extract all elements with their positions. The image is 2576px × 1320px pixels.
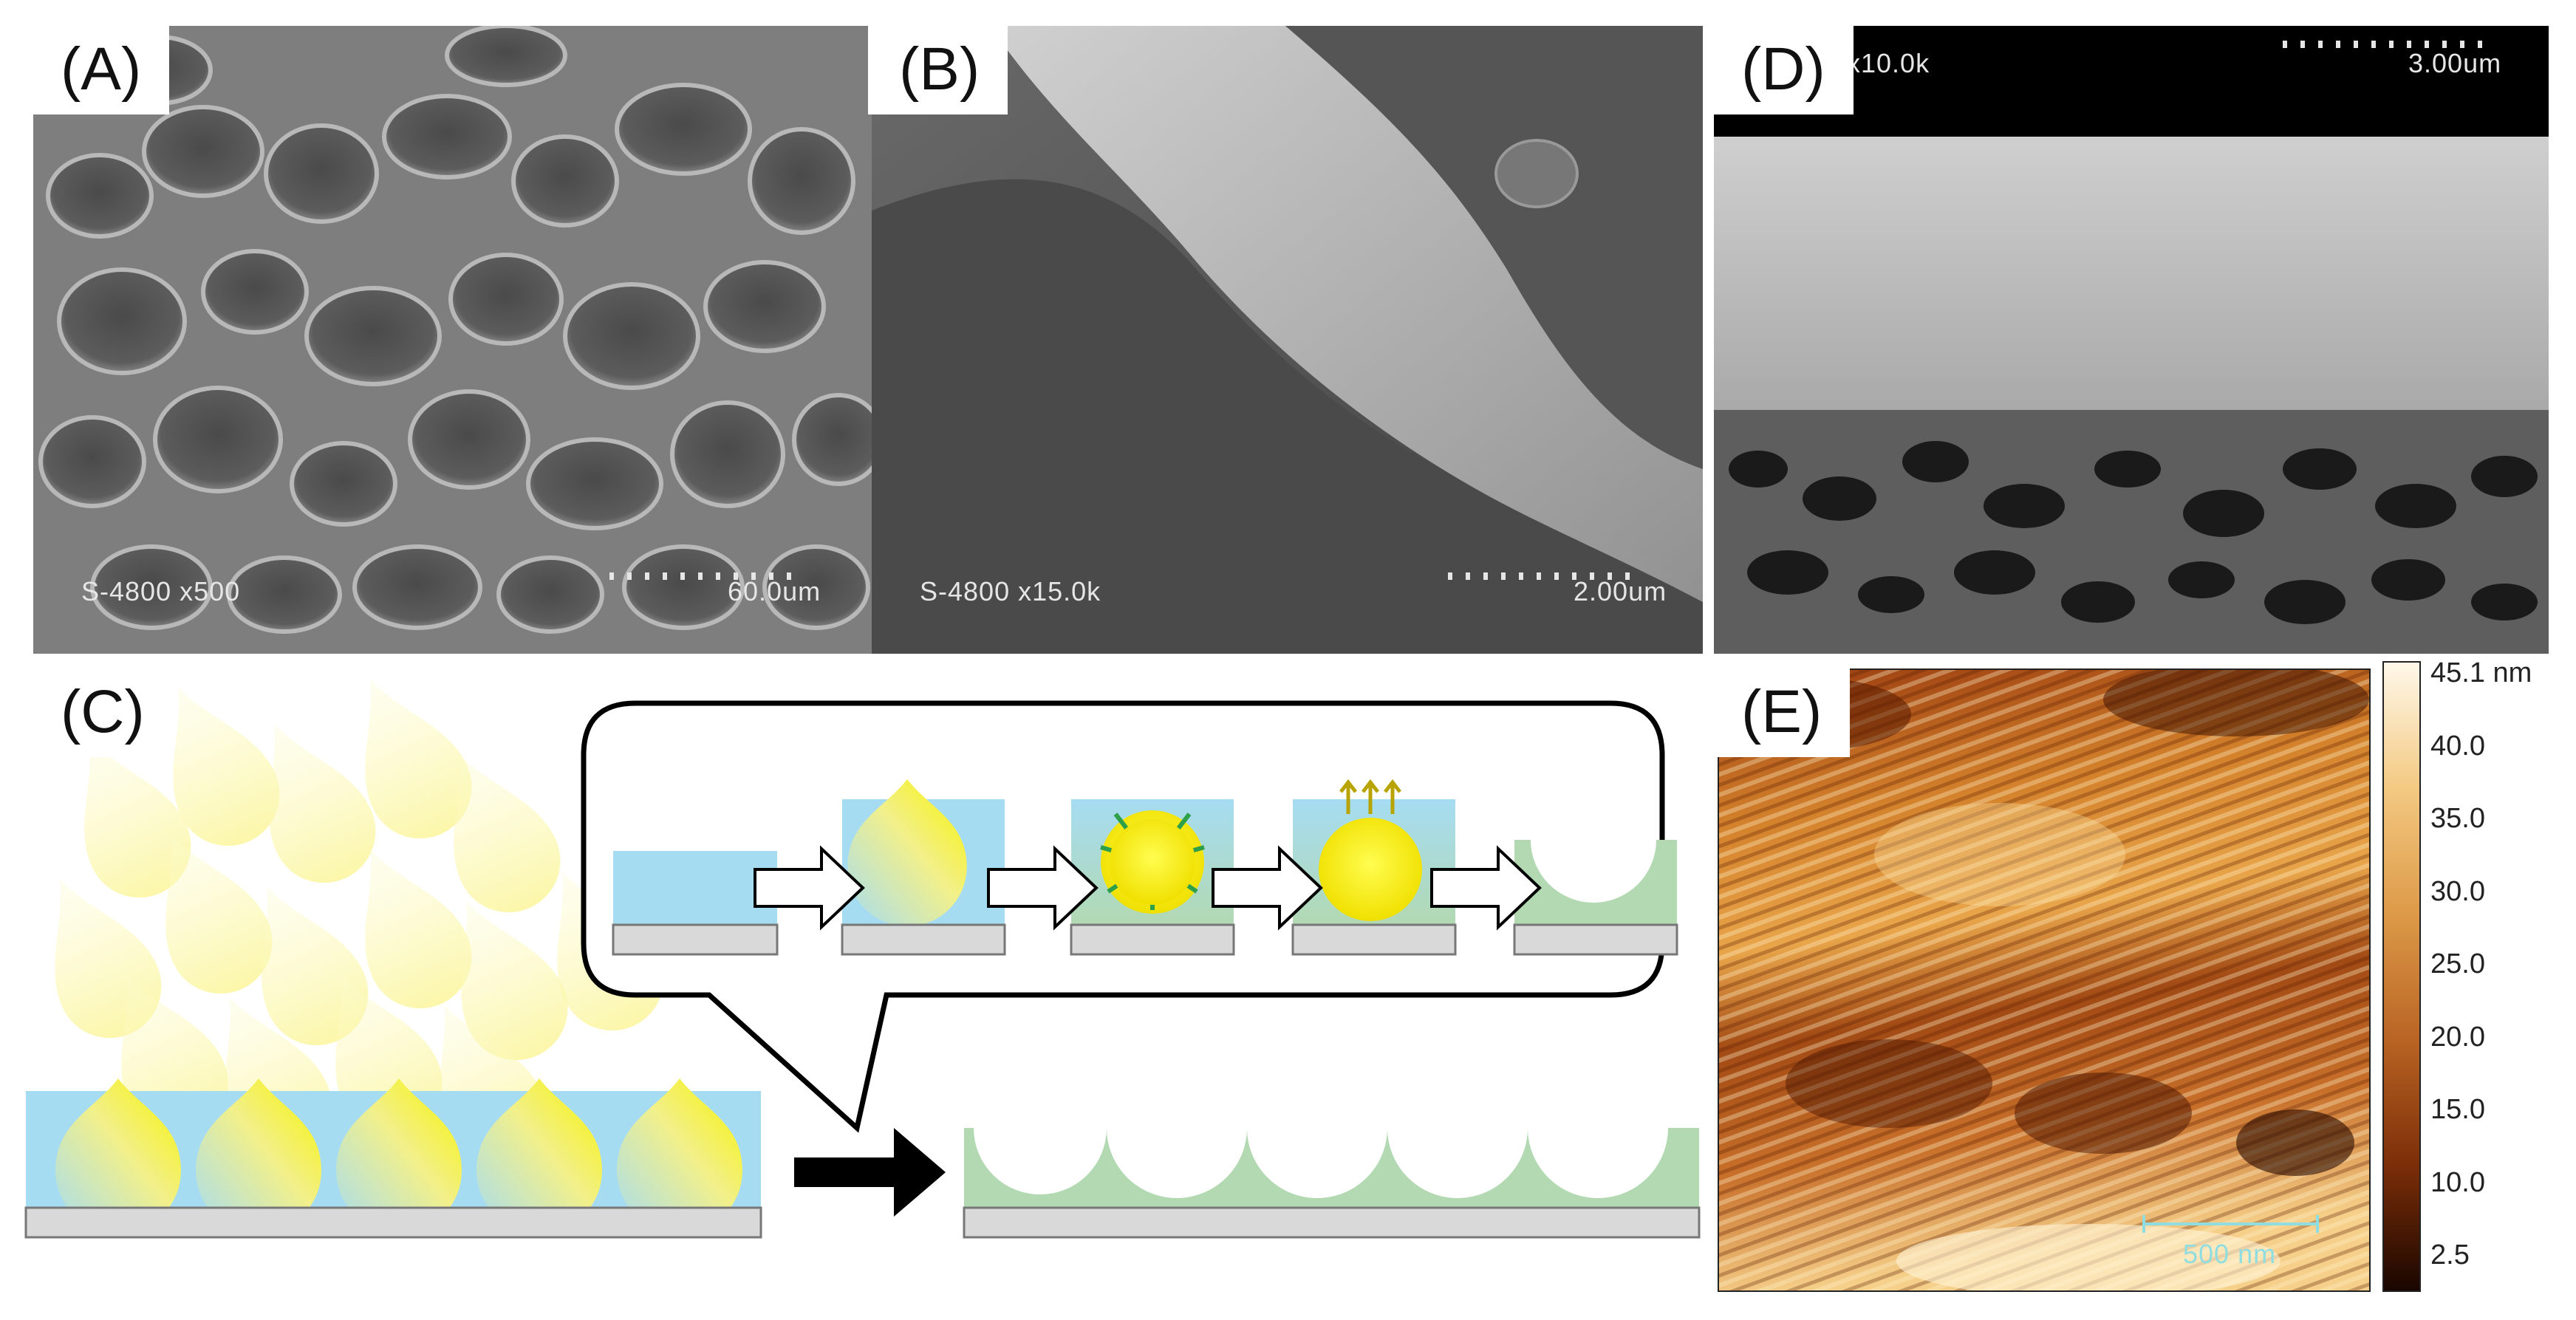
- colorbar-tick-label: 45.1 nm: [2430, 657, 2532, 688]
- porous-film: [964, 1128, 1699, 1208]
- sem-d-instrument-text: x10.0k: [1847, 48, 1930, 78]
- sem-b-scale-text: 2.00um: [1574, 576, 1667, 606]
- sem-d-scale-bar: [2283, 41, 2490, 48]
- afm-scale-text: 500 nm: [2183, 1239, 2277, 1269]
- sem-image-b: S-4800 x15.0k 2.00um: [872, 26, 1703, 654]
- substrate-left: [24, 1206, 762, 1239]
- sem-b-scale-bar: [1448, 572, 1640, 580]
- schematic-c: [13, 657, 1701, 1239]
- panel-label-e: (E): [1710, 668, 1851, 757]
- panel-label-b: (B): [868, 26, 1008, 114]
- substrate-right: [963, 1206, 1701, 1239]
- panel-label-a: (A): [30, 26, 170, 114]
- colorbar-tick-label: 30.0: [2430, 875, 2485, 907]
- sem-a-scale-bar: [609, 572, 802, 580]
- colorbar-tick-label: 2.5: [2430, 1239, 2470, 1271]
- sem-b-instrument-text: S-4800 x15.0k: [920, 576, 1101, 606]
- colorbar-tick-label: 20.0: [2430, 1021, 2485, 1053]
- sem-image-d: x10.0k 3.00um: [1714, 26, 2549, 654]
- colorbar-tick-label: 35.0: [2430, 803, 2485, 834]
- colorbar-tick-label: 10.0: [2430, 1166, 2485, 1198]
- sem-a-instrument-text: S-4800 x500: [81, 576, 241, 606]
- sem-a-scale-text: 60.0um: [728, 576, 821, 606]
- white-process-arrow-icon: [754, 845, 1542, 931]
- panel-label-c: (C): [30, 668, 173, 757]
- colorbar-tick-label: 25.0: [2430, 948, 2485, 979]
- inset-substrate-1: [612, 923, 779, 956]
- inset-water-1: [613, 851, 777, 925]
- sem-image-a: S-4800 x500 60.0um: [33, 26, 872, 654]
- black-process-arrow-icon: [794, 1128, 946, 1217]
- afm-colorbar: [2382, 661, 2421, 1292]
- sem-d-scale-text: 3.00um: [2408, 48, 2502, 78]
- afm-image-e: 500 nm: [1718, 668, 2371, 1292]
- colorbar-tick-label: 15.0: [2430, 1094, 2485, 1125]
- panel-label-d: (D): [1710, 26, 1854, 114]
- evaporation-arrow-icon: [1339, 779, 1401, 814]
- colorbar-tick-label: 40.0: [2430, 730, 2485, 762]
